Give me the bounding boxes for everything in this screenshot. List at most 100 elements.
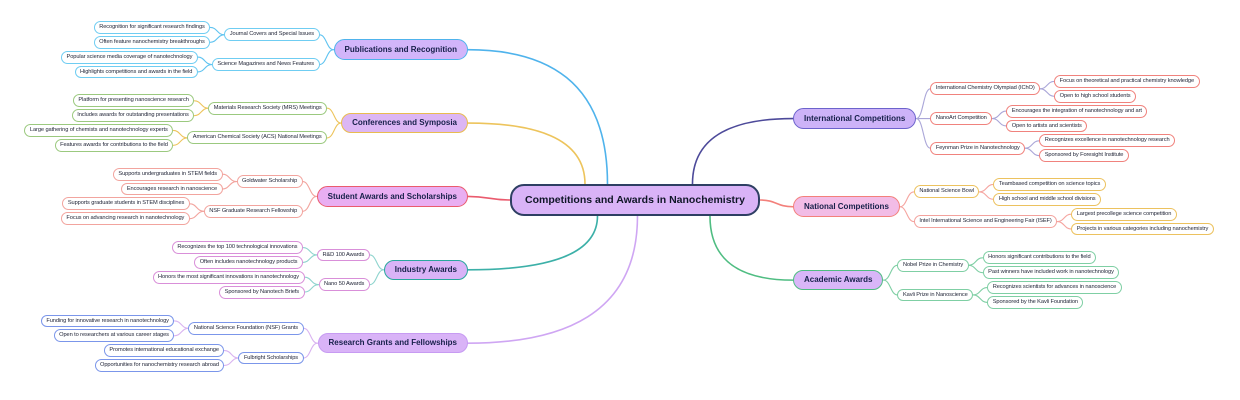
leaf-node[interactable]: Recognizes excellence in nanotechnology … <box>1039 134 1176 148</box>
topic-node[interactable]: Intel International Science and Engineer… <box>913 215 1058 229</box>
topic-node[interactable]: Feynman Prize in Nanotechnology <box>930 141 1026 155</box>
branch-conferences-and-symposia: Platform for presenting nanoscience rese… <box>24 94 468 152</box>
branch-node-national-competitions[interactable]: National Competitions <box>793 196 900 218</box>
leaf-node[interactable]: Platform for presenting nanoscience rese… <box>72 94 195 108</box>
leaf-node[interactable]: Funding for innovative research in nanot… <box>40 314 175 328</box>
leaf-group: Supports graduate students in STEM disci… <box>60 197 190 226</box>
topic-group: Recognition for significant research fin… <box>93 21 320 49</box>
branch-node-student-awards-and-scholarships[interactable]: Student Awards and Scholarships <box>316 186 468 207</box>
leaf-node[interactable]: Honors significant contributions to the … <box>982 251 1097 265</box>
topic-node[interactable]: Fulbright Scholarships <box>238 351 304 365</box>
topic-node[interactable]: Journal Covers and Special Issues <box>224 28 320 42</box>
topic-node[interactable]: National Science Foundation (NSF) Grants <box>188 321 304 335</box>
mindmap-link <box>467 215 639 344</box>
leaf-node[interactable]: Past winners have included work in nanot… <box>982 266 1120 280</box>
mindmap-link <box>467 122 586 185</box>
leaf-node[interactable]: Supports graduate students in STEM disci… <box>62 197 190 211</box>
leaf-node[interactable]: Popular science media coverage of nanote… <box>61 50 198 64</box>
branch-node-conferences-and-symposia[interactable]: Conferences and Symposia <box>341 112 468 134</box>
mindmap-link <box>326 107 342 124</box>
leaf-group: Focus on theoretical and practical chemi… <box>1054 75 1200 103</box>
mindmap-link <box>223 357 239 367</box>
mindmap-link <box>302 327 319 344</box>
leaf-group: Honors significant contributions to the … <box>982 251 1120 280</box>
mindmap-link <box>318 34 335 51</box>
leaf-node[interactable]: High school and middle school divisions <box>993 192 1102 206</box>
leaf-group: Funding for innovative research in nanot… <box>40 314 175 343</box>
topic-node[interactable]: Materials Research Society (MRS) Meeting… <box>208 101 328 115</box>
topic-node[interactable]: National Science Bowl <box>913 185 980 199</box>
leaf-node[interactable]: Often feature nanochemistry breakthrough… <box>93 35 211 49</box>
leaf-node[interactable]: Recognition for significant research fin… <box>93 21 211 34</box>
leaf-node[interactable]: Focus on advancing research in nanotechn… <box>60 212 190 226</box>
topic-node[interactable]: R&D 100 Awards <box>316 248 370 262</box>
topic-group: Kavli Prize in Nanoscience Recognizes sci… <box>897 281 1122 309</box>
topic-group: Popular science media coverage of nanote… <box>61 50 320 79</box>
leaf-node[interactable]: Often includes nanotechnology products <box>194 255 303 269</box>
topic-node[interactable]: Nobel Prize in Chemistry <box>897 258 969 272</box>
leaf-node[interactable]: Features awards for contributions to the… <box>54 138 174 152</box>
leaf-node[interactable]: Recognizes the top 100 technological inn… <box>171 241 303 254</box>
leaf-node[interactable]: Highlights competitions and awards in th… <box>74 65 198 79</box>
leaf-node[interactable]: Encourages the integration of nanotechno… <box>1006 104 1148 118</box>
leaf-node[interactable]: Focus on theoretical and practical chemi… <box>1054 75 1200 88</box>
mindmap-link <box>209 34 225 43</box>
topic-node[interactable]: NanoArt Competition <box>930 112 993 125</box>
leaf-node[interactable]: Sponsored by the Kavli Foundation <box>987 295 1084 309</box>
leaf-node[interactable]: Honors the most significant innovations … <box>152 270 305 284</box>
leaf-node[interactable]: Largest precollege science competition <box>1071 207 1177 221</box>
mindmap-link <box>302 195 318 212</box>
leaf-node[interactable]: Recognizes scientists for advances in na… <box>987 281 1122 294</box>
mindmap-link <box>302 342 319 359</box>
topic-node[interactable]: Nano 50 Awards <box>318 278 370 292</box>
leaf-node[interactable]: Large gathering of chemists and nanotech… <box>24 124 174 137</box>
mindmap-link <box>978 191 994 200</box>
mindmap-link <box>915 117 931 149</box>
mindmap-link <box>369 269 385 286</box>
branch-international-competitions: International Competitions International … <box>793 75 1200 163</box>
topic-group: Large gathering of chemists and nanotech… <box>24 124 328 152</box>
mindmap-link <box>467 195 511 201</box>
leaf-node[interactable]: Open to high school students <box>1054 89 1137 103</box>
leaf-node[interactable]: Opportunities for nanochemistry research… <box>94 359 225 372</box>
central-topic-node[interactable]: Competitions and Awards in Nanochemistry <box>510 184 760 216</box>
leaf-group: Platform for presenting nanoscience rese… <box>71 94 195 123</box>
topic-group: Promotes international educational excha… <box>94 344 304 372</box>
leaf-node[interactable]: Sponsored by Nanotech Briefs <box>219 285 305 299</box>
branch-node-publications-and-recognition[interactable]: Publications and Recognition <box>333 39 468 60</box>
mindmap-link <box>318 49 335 66</box>
branch-node-academic-awards[interactable]: Academic Awards <box>793 269 884 291</box>
branch-node-industry-awards[interactable]: Industry Awards <box>383 259 468 281</box>
topic-node[interactable]: Science Magazines and News Features <box>211 58 320 71</box>
subtopics-industry-awards: Recognizes the top 100 technological inn… <box>152 241 370 299</box>
leaf-group: Encourages the integration of nanotechno… <box>1006 104 1148 133</box>
leaf-node[interactable]: Open to researchers at various career st… <box>53 329 175 343</box>
mindmap-link <box>1056 221 1072 230</box>
topic-group: International Chemistry Olympiad (IChO) F… <box>930 75 1200 103</box>
topic-node[interactable]: International Chemistry Olympiad (IChO) <box>930 82 1041 96</box>
mindmap-link <box>968 264 984 274</box>
branch-national-competitions: National Competitions National Science Bo… <box>793 178 1214 236</box>
topic-node[interactable]: Kavli Prize in Nanoscience <box>897 288 974 302</box>
topic-node[interactable]: NSF Graduate Research Fellowship <box>203 204 303 218</box>
leaf-node[interactable]: Sponsored by Foresight Institute <box>1039 149 1129 163</box>
leaf-node[interactable]: Includes awards for outstanding presenta… <box>71 109 195 123</box>
leaf-node[interactable]: Promotes international educational excha… <box>103 344 225 358</box>
leaf-node[interactable]: Projects in various categories including… <box>1071 222 1214 236</box>
leaf-node[interactable]: Open to artists and scientists <box>1006 119 1088 133</box>
leaf-node[interactable]: Teambased competition on science topics <box>993 178 1106 191</box>
branch-node-research-grants-and-fellowships[interactable]: Research Grants and Fellowships <box>317 332 468 354</box>
branch-node-international-competitions[interactable]: International Competitions <box>793 108 917 129</box>
leaf-group: Recognizes the top 100 technological inn… <box>171 241 303 269</box>
mindmap-link <box>915 88 931 120</box>
leaf-node[interactable]: Supports undergraduates in STEM fields <box>112 167 223 181</box>
subtopics-publications-and-recognition: Recognition for significant research fin… <box>61 21 320 79</box>
branch-publications-and-recognition: Recognition for significant research fin… <box>61 21 468 79</box>
topic-group: National Science Bowl Teambased competiti… <box>913 178 1106 206</box>
topic-node[interactable]: American Chemical Society (ACS) National… <box>187 131 328 145</box>
topic-node[interactable]: Goldwater Scholarship <box>236 175 303 189</box>
leaf-node[interactable]: Encourages research in nanoscience <box>121 182 223 196</box>
mindmap-link <box>467 48 609 185</box>
